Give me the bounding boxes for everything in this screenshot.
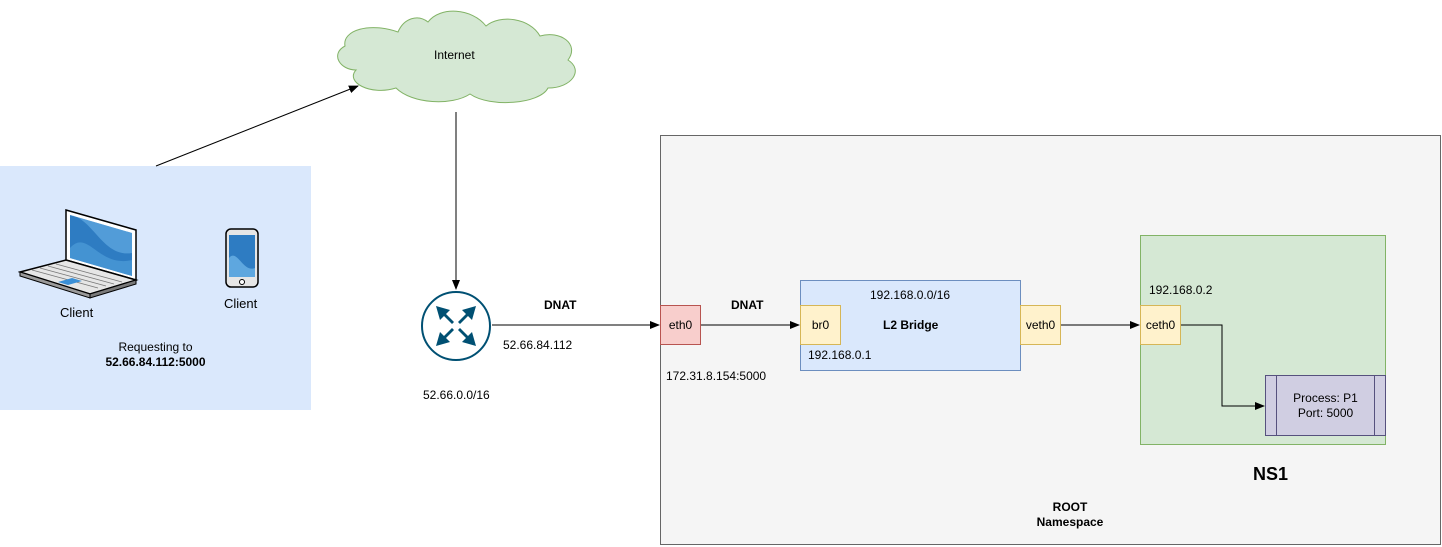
bridge-subnet: 192.168.0.0/16 bbox=[870, 288, 951, 302]
request-label: Requesting to bbox=[118, 340, 193, 354]
root-ns-title-line2: Namespace bbox=[1036, 515, 1104, 529]
laptop-client-label: Client bbox=[60, 305, 94, 320]
client-area bbox=[0, 166, 311, 410]
root-dnat-label: DNAT bbox=[731, 298, 764, 312]
request-target: 52.66.84.112:5000 bbox=[105, 355, 206, 369]
ceth0-interface: ceth0 bbox=[1140, 305, 1181, 345]
process-name: Process: P1 bbox=[1293, 391, 1358, 405]
root-ns-title-line1: ROOT bbox=[1052, 500, 1088, 514]
router-public-ip: 52.66.84.112 bbox=[503, 338, 573, 352]
veth0-interface: veth0 bbox=[1020, 305, 1061, 345]
process-left-bar bbox=[1276, 376, 1277, 435]
eth0-interface: eth0 bbox=[660, 305, 701, 345]
laptop-icon bbox=[18, 209, 139, 299]
br0-ip: 192.168.0.1 bbox=[808, 348, 872, 362]
ns1-title: NS1 bbox=[1253, 464, 1289, 484]
router-dnat-label: DNAT bbox=[544, 298, 577, 312]
process-p1: Process: P1 Port: 5000 bbox=[1265, 375, 1386, 436]
ceth0-ip: 192.168.0.2 bbox=[1149, 283, 1213, 297]
process-right-bar bbox=[1374, 376, 1375, 435]
phone-icon bbox=[225, 228, 259, 288]
eth0-address: 172.31.8.154:5000 bbox=[666, 369, 767, 383]
internet-label: Internet bbox=[434, 48, 475, 62]
router-icon bbox=[421, 291, 491, 361]
router-subnet: 52.66.0.0/16 bbox=[423, 388, 490, 402]
phone-client-label: Client bbox=[224, 296, 258, 311]
bridge-label: L2 Bridge bbox=[883, 318, 939, 332]
process-port: Port: 5000 bbox=[1297, 406, 1354, 420]
br0-interface: br0 bbox=[800, 305, 841, 345]
